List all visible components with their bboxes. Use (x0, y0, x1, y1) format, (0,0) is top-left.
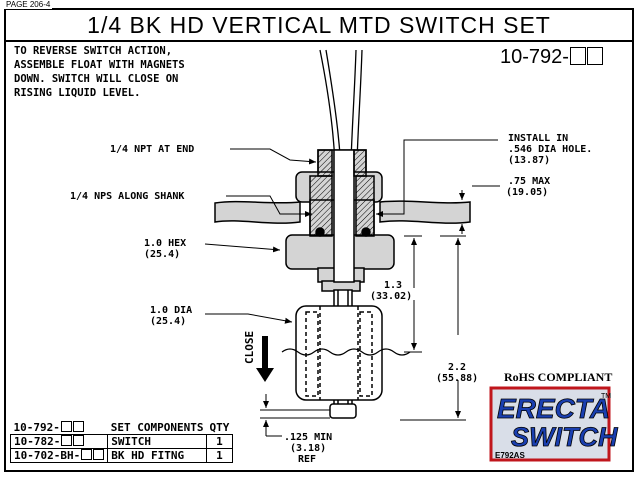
label-dim-2-2: 2.2 (448, 362, 467, 373)
table-header-row: 10-792- SET COMPONENTS QTY (11, 421, 233, 435)
table-header-qty: QTY (209, 420, 230, 434)
liquid-level (281, 348, 411, 356)
table-header-part: 10-792- (11, 421, 108, 435)
label-hex-metric: (25.4) (144, 249, 181, 260)
table-cell-qty: 1 (205, 448, 233, 463)
float (295, 305, 383, 401)
svg-text:E792AS: E792AS (495, 451, 525, 460)
drawing-title: 1/4 BK HD VERTICAL MTD SWITCH SET (6, 10, 632, 42)
label-install: INSTALL IN (508, 133, 569, 144)
note-line: ASSEMBLE FLOAT WITH MAGNETS (14, 59, 185, 71)
fitting (285, 149, 395, 292)
label-close: CLOSE (243, 330, 256, 364)
table-row: 10-782- SWITCH 1 (9, 434, 233, 449)
rohs-compliant: RoHS COMPLIANT (504, 370, 613, 384)
label-max-metric: (19.05) (506, 187, 549, 198)
label-hex: 1.0 HEX (144, 238, 187, 249)
label-dia: 1.0 DIA (150, 305, 193, 316)
label-npt: 1/4 NPT AT END (110, 144, 195, 155)
label-dia-metric: (25.4) (150, 316, 187, 327)
label-min-ref: REF (298, 454, 317, 465)
svg-text:SWITCH: SWITCH (511, 422, 618, 452)
table-cell-desc: BK HD FITNG (107, 448, 207, 463)
erecta-switch-logo: ERECTA SWITCH TM E792AS (489, 386, 618, 462)
label-max: .75 MAX (508, 176, 551, 187)
leader-lines (204, 139, 498, 324)
label-dim-1-3: 1.3 (384, 280, 403, 291)
dimension-lines (260, 185, 500, 437)
close-arrow-icon (256, 336, 274, 382)
label-install-hole: .546 DIA HOLE. (508, 144, 593, 155)
table-cell-part: 10-782- (9, 434, 109, 449)
label-dim-1-3-metric: (33.02) (370, 291, 413, 302)
table-cell-part: 10-702-BH- (9, 448, 109, 463)
label-min: .125 MIN (284, 432, 333, 443)
note-line: DOWN. SWITCH WILL CLOSE ON (14, 73, 179, 85)
assembly-note: TO REVERSE SWITCH ACTION, ASSEMBLE FLOAT … (14, 44, 185, 100)
label-install-metric: (13.87) (508, 155, 551, 166)
svg-text:TM: TM (601, 393, 611, 400)
label-dim-2-2-metric: (55.88) (436, 373, 479, 384)
set-components-table: 10-792- SET COMPONENTS QTY 10-782- SWITC… (9, 421, 233, 463)
part-suffix-box (569, 47, 586, 65)
note-line: RISING LIQUID LEVEL. (14, 87, 141, 99)
label-nps: 1/4 NPS ALONG SHANK (70, 191, 185, 202)
part-number: 10-792- (500, 46, 603, 68)
table-row: 10-702-BH- BK HD FITNG 1 (9, 448, 233, 463)
svg-text:ERECTA: ERECTA (497, 393, 610, 424)
drawing-frame (4, 8, 634, 472)
page-tag: PAGE 206-4 (4, 0, 53, 9)
table-cell-qty: 1 (205, 434, 233, 449)
part-suffix-box (586, 47, 603, 65)
table-cell-desc: SWITCH (107, 434, 207, 449)
part-number-text: 10-792- (500, 46, 569, 68)
label-min-metric: (3.18) (290, 443, 327, 454)
table-header-desc: SET COMPONENTS (110, 420, 204, 434)
note-line: TO REVERSE SWITCH ACTION, (14, 45, 173, 57)
